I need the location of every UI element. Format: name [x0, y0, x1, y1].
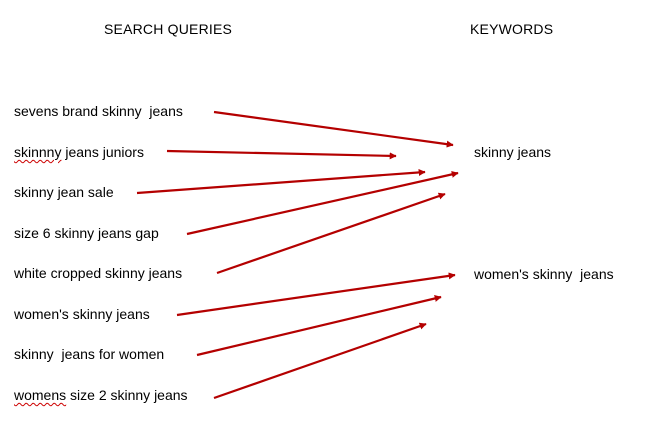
arrow-size6-to-skinny-jeans [186, 170, 459, 236]
misspelled-word: skinnny [14, 144, 62, 160]
arrow-forwomen-to-womens-skinny [196, 295, 442, 357]
query-text: skinny jean sale [14, 184, 114, 200]
query-text: white cropped skinny jeans [14, 265, 183, 281]
query-white-cropped: white cropped skinny jeans [14, 264, 182, 282]
query-text: size 6 skinny jeans gap [14, 225, 159, 241]
query-text: sevens brand skinny jeans [14, 103, 183, 119]
query-skinnny-juniors: skinnny jeans juniors [14, 143, 144, 161]
arrow-sevens-to-skinny-jeans [213, 110, 454, 148]
arrow-sale-to-skinny-jeans [136, 168, 426, 195]
query-text: size 2 skinny jeans [66, 387, 188, 403]
query-text: women's skinny jeans [14, 306, 150, 322]
query-size-6-gap: size 6 skinny jeans gap [14, 224, 159, 242]
misspelled-word: womens [14, 387, 67, 403]
keyword-skinny-jeans: skinny jeans [474, 144, 552, 160]
arrow-size2-to-womens-skinny [213, 322, 427, 400]
query-text: jeans juniors [61, 144, 144, 160]
query-womens-skinny: women's skinny jeans [14, 305, 150, 323]
query-text: skinny jeans for women [14, 346, 165, 362]
keywords-heading: KEYWORDS [470, 21, 554, 37]
query-skinny-for-women: skinny jeans for women [14, 345, 164, 363]
search-queries-heading: SEARCH QUERIES [104, 21, 233, 37]
arrow-skinnny-to-skinny-jeans [166, 149, 397, 160]
query-sevens-brand: sevens brand skinny jeans [14, 102, 183, 120]
query-skinny-jean-sale: skinny jean sale [14, 183, 114, 201]
arrow-womens-to-womens-skinny [176, 272, 456, 317]
query-womens-size-2: womens size 2 skinny jeans [14, 386, 188, 404]
arrow-white-to-skinny-jeans [216, 192, 446, 275]
keyword-womens-skinny-jeans: women's skinny jeans [474, 266, 614, 282]
